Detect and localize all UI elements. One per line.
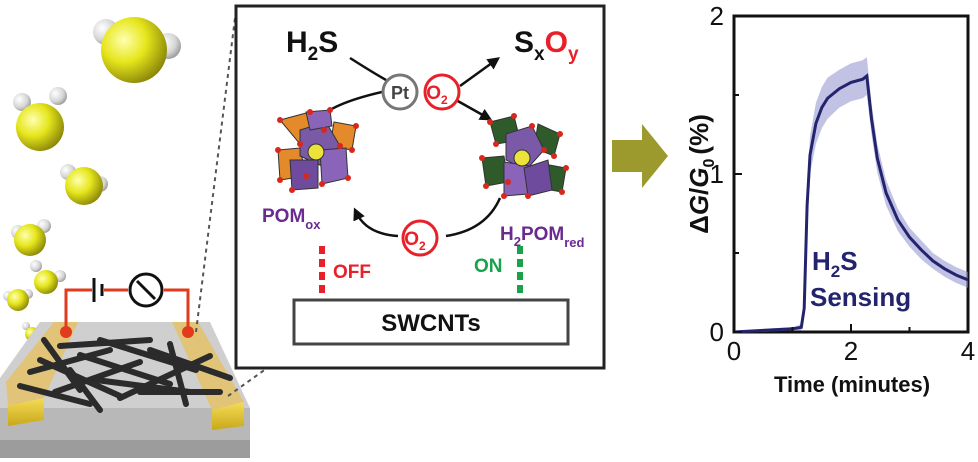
chart-ticks: 0 2 4 0 1 2 xyxy=(710,1,976,366)
o2-top-node xyxy=(423,73,461,111)
contact-dot-left xyxy=(60,326,72,338)
x-tick-label: 4 xyxy=(961,336,975,366)
h2s-response-chart: 0 2 4 0 1 2 ΔG/G0(%) Time (minutes) H2S Sensi… xyxy=(684,1,975,397)
chart-annotation-h2s: H2S xyxy=(812,246,858,281)
chart-x-axis-label: Time (minutes) xyxy=(774,372,930,397)
reaction-arrows xyxy=(317,56,502,238)
h2s-in-arc xyxy=(349,56,387,82)
pt-label: Pt xyxy=(391,83,409,103)
swcnt-network xyxy=(17,337,233,413)
o2-bottom-label: O2 xyxy=(404,229,426,253)
chart-annotation-sensing: Sensing xyxy=(810,282,911,312)
product-sxoy-label: SxOy xyxy=(514,26,579,65)
product-arrow xyxy=(459,57,501,88)
y-tick-label: 1 xyxy=(710,159,724,189)
x-tick-label: 2 xyxy=(844,336,858,366)
pom-ox-cluster-icon xyxy=(275,107,359,193)
pom-red-label: H2POMred xyxy=(500,224,585,250)
zoom-guides xyxy=(195,9,271,397)
off-label: OFF xyxy=(333,262,371,283)
pom-ox-label: POMox xyxy=(262,206,321,232)
h2s-molecule xyxy=(3,289,33,311)
y-tick-label: 0 xyxy=(710,317,724,347)
battery-icon xyxy=(92,278,104,302)
chart-y-axis-label: ΔG/G0(%) xyxy=(684,114,718,234)
sensor-device xyxy=(0,272,250,458)
o2-top-label: O2 xyxy=(426,83,448,107)
reactant-h2s-label: H2S xyxy=(286,26,338,65)
h2s-molecule-large xyxy=(93,17,181,83)
meter-icon xyxy=(128,272,164,308)
h2s-molecule xyxy=(60,164,108,205)
cycle-lower-left xyxy=(353,207,399,238)
swcnt-bar xyxy=(292,298,570,346)
h2s-molecule xyxy=(11,219,51,256)
pom-red-cluster-icon xyxy=(479,113,569,199)
h2s-molecule xyxy=(13,87,67,151)
o2-bottom-node xyxy=(401,219,439,257)
pt-to-red-arrow xyxy=(455,98,493,121)
chart-line-layer xyxy=(733,73,969,334)
h2s-molecule xyxy=(30,260,66,294)
gold-electrode-right xyxy=(172,322,244,430)
cycle-lower-right xyxy=(445,197,502,238)
swcnt-label: SWCNTs xyxy=(381,310,481,337)
x-tick-label: 0 xyxy=(727,336,741,366)
pt-catalyst-node xyxy=(381,73,419,111)
series-line xyxy=(733,73,969,334)
on-label: ON xyxy=(474,256,503,277)
y-tick-label: 2 xyxy=(710,1,724,31)
circuit-wires xyxy=(64,288,190,330)
flow-arrow-icon xyxy=(612,124,668,188)
contact-dot-right xyxy=(182,326,194,338)
